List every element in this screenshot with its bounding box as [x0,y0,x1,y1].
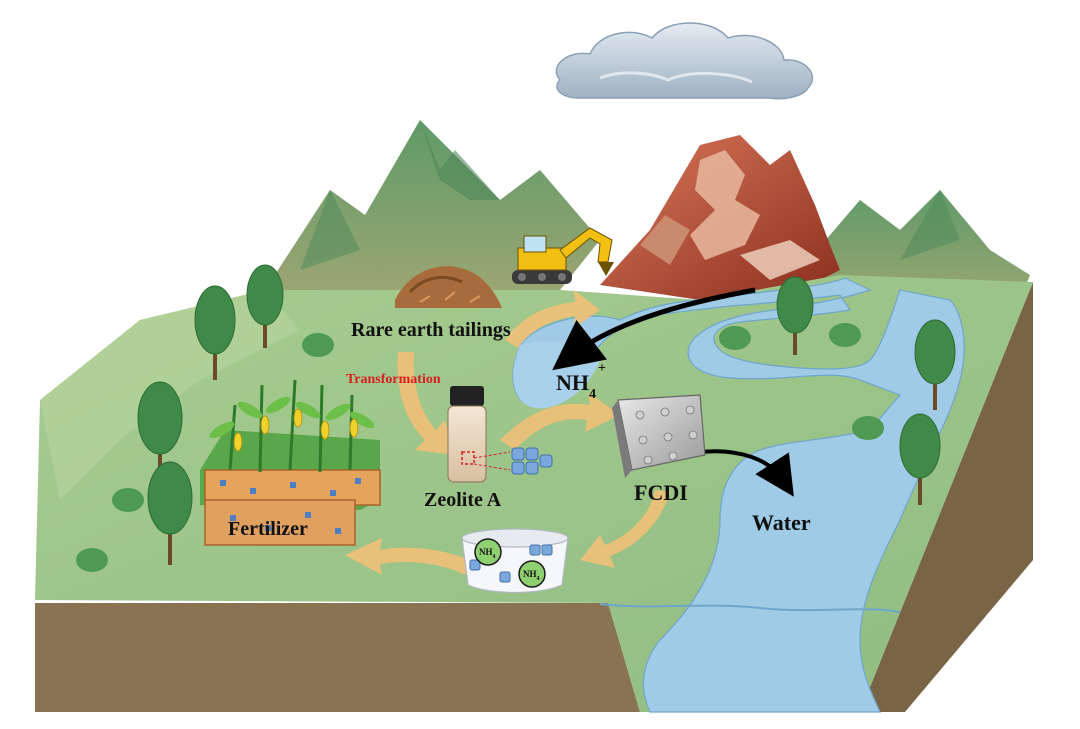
arrow-fcdi-to-water [699,449,794,497]
arrow-fcdi-to-bowl [580,490,670,568]
ammonium-sub: 4 [589,387,596,402]
shrub-icon [76,548,108,572]
tailings-mountain [600,135,840,300]
label-rare-earth-tailings: Rare earth tailings [351,319,511,341]
shrub-icon [719,326,751,350]
tree-icon [246,264,284,348]
arrow-mountain-to-river [505,290,600,348]
excavator-icon [512,227,614,284]
zeolite-crystal-icon [511,447,553,475]
bowl-label-1: NH4 [479,547,496,560]
label-zeolite: Zeolite A [424,489,502,511]
tailings-pile-icon [395,266,502,308]
ammonium-main: NH [556,370,589,395]
bowl-ammonium-main: NH [523,569,537,579]
background-mountains [265,120,1030,300]
bowl-ammonium-sub: 4 [493,554,496,560]
tree-icon [776,276,814,355]
tree-icon [147,461,193,565]
black-arrows [552,287,794,497]
arrow-tailings-to-zeolite [397,352,455,455]
arrow-bowl-to-fertilizer [345,538,470,575]
jar-icon [447,386,511,483]
trees [137,264,956,565]
bowl-ammonium-sub: 4 [537,576,540,582]
shrub-icon [852,416,884,440]
label-fcdi: FCDI [634,480,688,505]
arrow-zeolite-to-fcdi [500,392,620,450]
bowl-icon [461,528,569,594]
label-water: Water [752,510,811,535]
shrubs [76,323,884,572]
bowl-ammonium-main: NH [479,547,493,557]
cloud-icon [555,22,814,100]
bowl-ammonium-badge [474,538,502,566]
label-transformation: Transformation [346,372,441,387]
fertilizer-soil-bed-lower [204,499,356,546]
corn-field [200,379,381,546]
label-ammonium: NH4 [556,370,596,402]
tree-icon [899,413,941,505]
shrub-icon [829,323,861,347]
ammonium-charge: + [598,361,606,376]
label-fertilizer: Fertilizer [228,518,308,540]
tree-icon [137,381,183,485]
bowl-label-2: NH4 [523,569,540,582]
fcdi-cell-icon [612,394,706,478]
arrow-tailings-runoff [552,287,756,371]
bowl-ammonium-badge [518,560,546,588]
tree-icon [194,285,236,380]
flow-arrows [345,290,670,575]
tree-icon [914,319,956,410]
shrub-icon [302,333,334,357]
shrub-icon [112,488,144,512]
